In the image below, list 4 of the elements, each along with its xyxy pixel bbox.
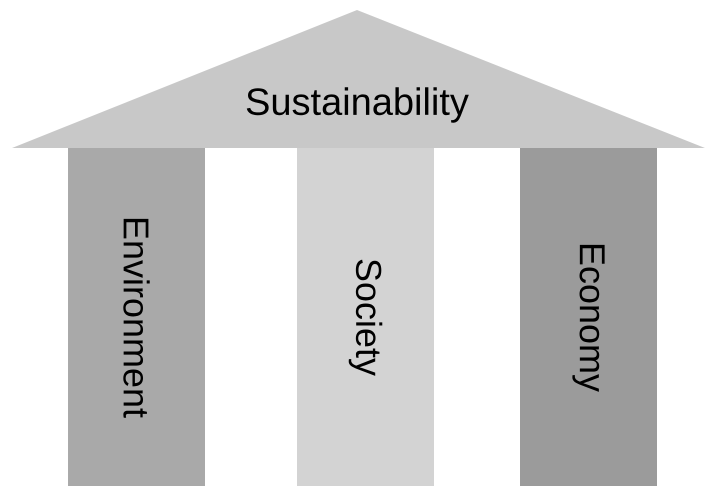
roof-triangle: Sustainability xyxy=(12,10,705,148)
pillar: Society xyxy=(297,148,434,486)
pillar: Economy xyxy=(520,148,657,486)
pillar: Environment xyxy=(68,148,205,486)
